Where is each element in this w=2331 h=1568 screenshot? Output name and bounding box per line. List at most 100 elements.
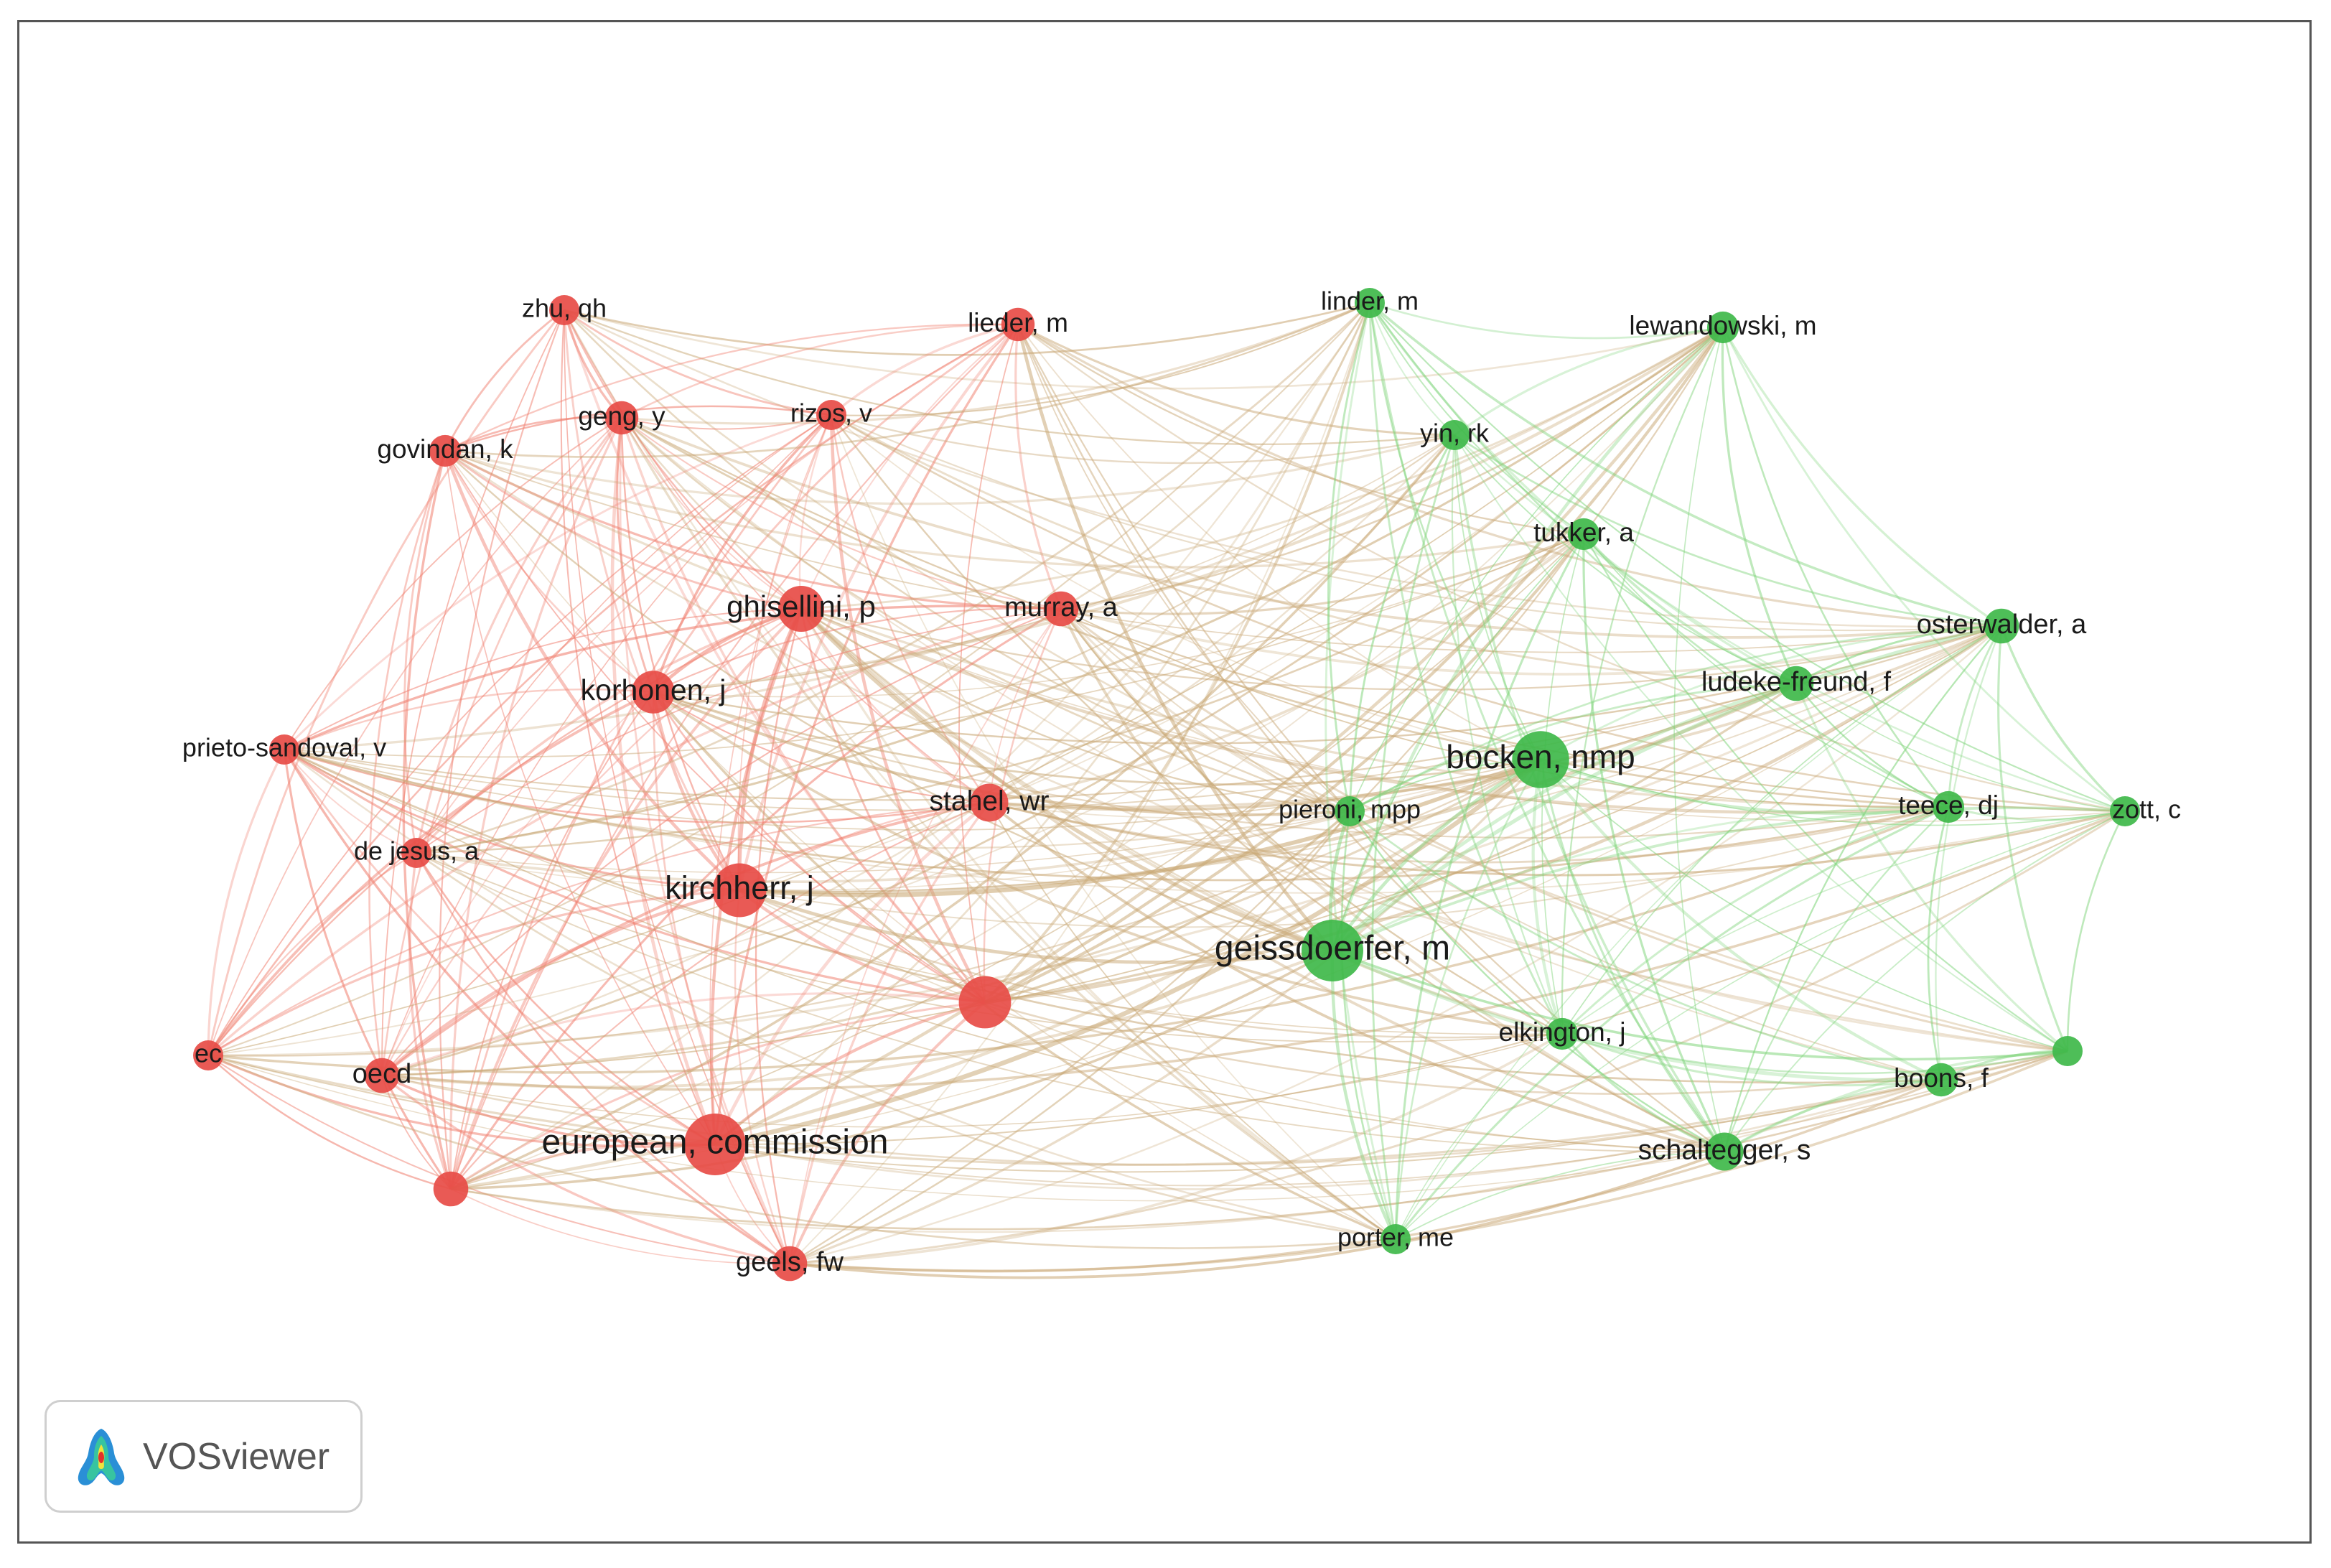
network-edge (1723, 806, 1949, 1152)
network-edge (989, 802, 1396, 1240)
network-edge (1997, 625, 2069, 1052)
node-korhonen[interactable] (632, 671, 675, 714)
node-kirchherr[interactable] (712, 863, 767, 918)
node-geels[interactable] (772, 1246, 808, 1282)
network-edge (1395, 1033, 1563, 1240)
network-edge (831, 302, 1370, 416)
network-edges (207, 302, 2126, 1279)
node-prieto[interactable] (269, 734, 299, 765)
network-edge (207, 1054, 1396, 1249)
network-edge (1368, 302, 2002, 627)
network-edge (2000, 625, 2126, 813)
network-edge (1332, 806, 1949, 952)
node-rizos[interactable] (816, 400, 846, 430)
node-zhu[interactable] (549, 295, 579, 325)
node-linder[interactable] (1355, 288, 1385, 318)
network-edge (714, 326, 1724, 1146)
network-edge (1325, 302, 1397, 1240)
network-edge (1368, 302, 1797, 685)
network-edge (739, 757, 1542, 897)
network-edge (207, 1055, 1942, 1173)
network-edge (1330, 950, 1397, 1240)
node-dejesus[interactable] (401, 838, 431, 868)
network-edge (284, 749, 1563, 1035)
network-edge (621, 417, 1942, 1081)
node-yin[interactable] (1439, 420, 1470, 450)
node-govindan[interactable] (429, 434, 462, 467)
network-edge (800, 607, 1563, 1035)
node-label-korhonen: korhonen, j (581, 673, 727, 706)
network-edge (450, 802, 990, 1190)
network-edge (798, 414, 833, 610)
node-schaltegger[interactable] (1705, 1132, 1744, 1171)
node-tukker[interactable] (1567, 518, 1600, 551)
node-stahel[interactable] (970, 783, 1009, 822)
node-elkington[interactable] (1546, 1017, 1579, 1050)
network-edge (564, 309, 2002, 628)
network-edge (284, 326, 1724, 751)
network-edge (652, 414, 833, 693)
node-osterwalder[interactable] (1984, 608, 2019, 644)
network-edge (1369, 302, 2126, 812)
network-edge (789, 810, 2126, 1265)
network-edge (989, 682, 1797, 811)
network-edge (444, 449, 1949, 808)
network-edge (207, 1054, 716, 1148)
network-edge (444, 309, 565, 452)
node-unlabeled_red_1[interactable] (958, 976, 1012, 1029)
node-label-pieroni: pieroni, mpp (1279, 795, 1421, 824)
node-bocken[interactable] (1512, 731, 1569, 788)
network-edge (1540, 758, 1949, 815)
node-label-yin: yin, rk (1420, 419, 1490, 448)
network-edge (621, 416, 2002, 639)
network-edge (652, 691, 986, 1004)
network-edge (1561, 806, 1949, 1035)
network-edge (207, 309, 566, 1056)
node-zott[interactable] (2110, 796, 2140, 826)
network-edge (984, 302, 1371, 1004)
network-edge (831, 414, 1725, 1153)
network-edge (564, 309, 990, 803)
network-edge (788, 802, 991, 1264)
node-oecd[interactable] (364, 1058, 400, 1093)
node-unlabeled_green_1[interactable] (2052, 1036, 2083, 1066)
node-pieroni[interactable] (1335, 796, 1365, 826)
node-murray[interactable] (1043, 591, 1079, 627)
network-edge (207, 327, 1724, 1056)
node-lewandowski[interactable] (1706, 311, 1739, 344)
node-ec[interactable] (193, 1040, 223, 1070)
network-edge (381, 625, 2002, 1076)
network-edge (714, 1000, 986, 1146)
network-edge (284, 417, 622, 750)
node-geng[interactable] (604, 401, 639, 435)
network-edge (207, 1055, 452, 1190)
network-edge (1331, 757, 1542, 952)
node-ludeke[interactable] (1778, 666, 1814, 701)
node-european[interactable] (684, 1114, 746, 1175)
network-edge (621, 414, 832, 430)
network-edge (284, 749, 1396, 1241)
node-ghisellini[interactable] (778, 586, 824, 632)
network-edge (1722, 327, 1950, 808)
node-teece[interactable] (1932, 790, 1965, 823)
network-edge (1561, 327, 1724, 1035)
node-label-dejesus: de jesus, a (354, 836, 480, 866)
node-porter[interactable] (1381, 1224, 1411, 1254)
network-edge (984, 810, 1351, 1004)
network-edge (800, 326, 1724, 610)
network-edge (1060, 302, 1371, 610)
network-edge (444, 449, 802, 610)
network-edge (620, 417, 741, 891)
node-label-oecd: oecd (352, 1059, 411, 1089)
network-edge (284, 689, 654, 751)
node-geissdoerfer[interactable] (1302, 920, 1363, 981)
network-edge (739, 801, 990, 892)
network-edge (1454, 434, 2002, 627)
node-unlabeled_red_2[interactable] (433, 1171, 469, 1207)
network-edge (381, 1033, 1563, 1128)
network-edge (1539, 758, 1942, 1081)
network-edge (381, 326, 1724, 1077)
node-lieder[interactable] (1001, 307, 1035, 342)
node-boons[interactable] (1924, 1063, 1958, 1097)
